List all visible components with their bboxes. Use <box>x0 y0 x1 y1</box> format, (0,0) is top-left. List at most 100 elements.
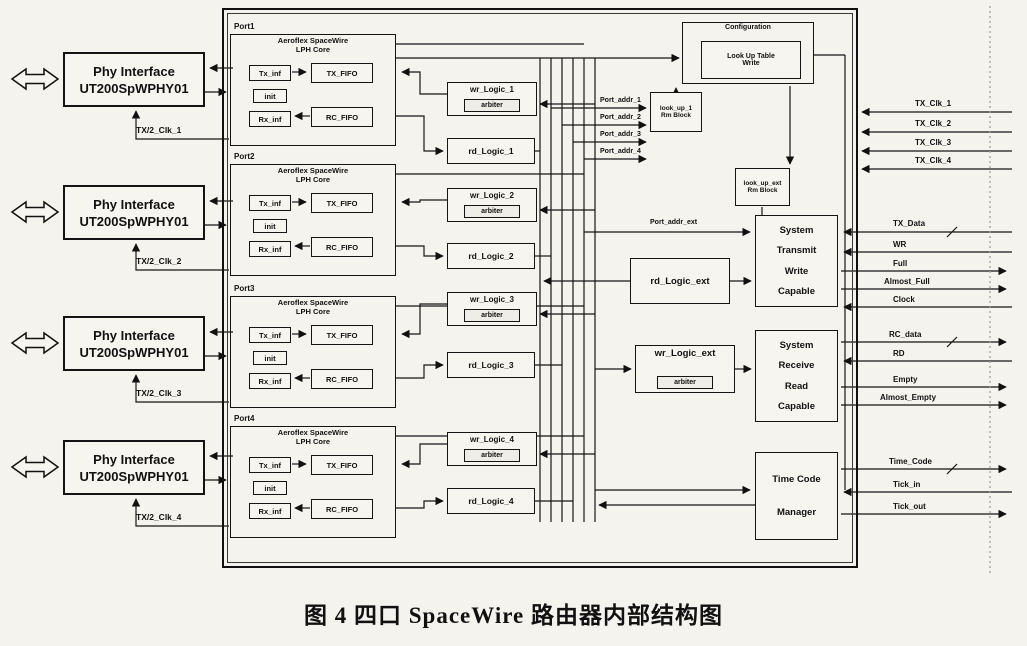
rx-inf-block: Rx_inf <box>249 373 291 389</box>
signal-label-almost-empty: Almost_Empty <box>880 393 937 402</box>
signal-label-rc-data: RC_data <box>889 330 922 339</box>
phy-part-number: UT200SpWPHY01 <box>79 344 189 360</box>
tx-fifo-block: TX_FIFO <box>311 325 373 345</box>
tx-inf-block: Tx_inf <box>249 195 291 211</box>
arbiter-block: arbiter <box>464 449 520 462</box>
phy-clk-label-2: TX/2_Clk_2 <box>136 256 182 266</box>
signal-label-almost-full: Almost_Full <box>884 277 930 286</box>
arbiter-block: arbiter <box>464 309 520 322</box>
configuration-title: Configuration <box>725 24 771 31</box>
signal-label-tick-in: Tick_in <box>893 480 921 489</box>
rd-logic-block-4: rd_Logic_4 <box>447 488 535 514</box>
router-outer-frame <box>222 8 858 568</box>
wr-logic-label: wr_Logic_2 <box>469 191 514 200</box>
rc-fifo-block: RC_FIFO <box>311 499 373 519</box>
signal-label-time-code: Time_Code <box>889 457 932 466</box>
rd-logic-block-3: rd_Logic_3 <box>447 352 535 378</box>
rc-fifo-block: RC_FIFO <box>311 369 373 389</box>
tx-fifo-block: TX_FIFO <box>311 455 373 475</box>
port-addr-label-1: Port_addr_1 <box>600 97 641 104</box>
tx-inf-block: Tx_inf <box>249 327 291 343</box>
phy-part-number: UT200SpWPHY01 <box>79 213 189 229</box>
signal-label-full: Full <box>893 259 908 268</box>
signal-label-empty: Empty <box>893 375 918 384</box>
arbiter-block: arbiter <box>464 99 520 112</box>
port-label-1: Port1 <box>234 22 255 31</box>
signal-label-wr: WR <box>893 240 907 249</box>
port-addr-label-2: Port_addr_2 <box>600 114 641 121</box>
wr-logic-label: wr_Logic_3 <box>469 295 514 304</box>
init-block: init <box>253 89 287 103</box>
router-inner-frame <box>227 13 853 563</box>
tx-fifo-block: TX_FIFO <box>311 63 373 83</box>
phy-title: Phy Interface <box>93 196 175 212</box>
rd-logic-ext-block: rd_Logic_ext <box>630 258 730 304</box>
signal-label-clock: Clock <box>893 295 915 304</box>
arbiter-block: arbiter <box>657 376 713 389</box>
phy-title: Phy Interface <box>93 327 175 343</box>
rx-inf-block: Rx_inf <box>249 503 291 519</box>
rd-logic-block-2: rd_Logic_2 <box>447 243 535 269</box>
phy-part-number: UT200SpWPHY01 <box>79 468 189 484</box>
phy-title: Phy Interface <box>93 451 175 467</box>
signal-label-tx-data: TX_Data <box>893 219 926 228</box>
phy-clk-label-4: TX/2_Clk_4 <box>136 512 182 522</box>
port-addr-label-3: Port_addr_3 <box>600 131 641 138</box>
phy-clk-label-3: TX/2_Clk_3 <box>136 388 182 398</box>
wr-logic-label: wr_Logic_1 <box>469 85 514 94</box>
wr-logic-label: wr_Logic_4 <box>469 435 514 444</box>
phy-clk-label-1: TX/2_Clk_1 <box>136 125 182 135</box>
port-label-4: Port4 <box>234 414 255 423</box>
tx-inf-block: Tx_inf <box>249 65 291 81</box>
port-label-2: Port2 <box>234 152 255 161</box>
port-addr-label-4: Port_addr_4 <box>600 148 641 155</box>
signal-label-tx-clk-3: TX_Clk_3 <box>915 138 952 147</box>
signal-label-tx-clk-1: TX_Clk_1 <box>915 99 952 108</box>
figure-caption: 图 4 四口 SpaceWire 路由器内部结构图 <box>304 603 723 628</box>
init-block: init <box>253 481 287 495</box>
phy-title: Phy Interface <box>93 63 175 79</box>
rx-inf-block: Rx_inf <box>249 241 291 257</box>
phy-part-number: UT200SpWPHY01 <box>79 80 189 96</box>
tx-fifo-block: TX_FIFO <box>311 193 373 213</box>
init-block: init <box>253 351 287 365</box>
rx-inf-block: Rx_inf <box>249 111 291 127</box>
bidirectional-arrow-icon <box>10 67 60 479</box>
signal-label-tx-clk-4: TX_Clk_4 <box>915 156 952 165</box>
init-block: init <box>253 219 287 233</box>
arbiter-block: arbiter <box>464 205 520 218</box>
rc-fifo-block: RC_FIFO <box>311 237 373 257</box>
signal-label-tx-clk-2: TX_Clk_2 <box>915 119 952 128</box>
wr-logic-ext-label: wr_Logic_ext <box>654 348 716 359</box>
port-label-3: Port3 <box>234 284 255 293</box>
rd-logic-block-1: rd_Logic_1 <box>447 138 535 164</box>
rc-fifo-block: RC_FIFO <box>311 107 373 127</box>
signal-label-rd: RD <box>893 349 905 358</box>
signal-label-tick-out: Tick_out <box>893 502 926 511</box>
